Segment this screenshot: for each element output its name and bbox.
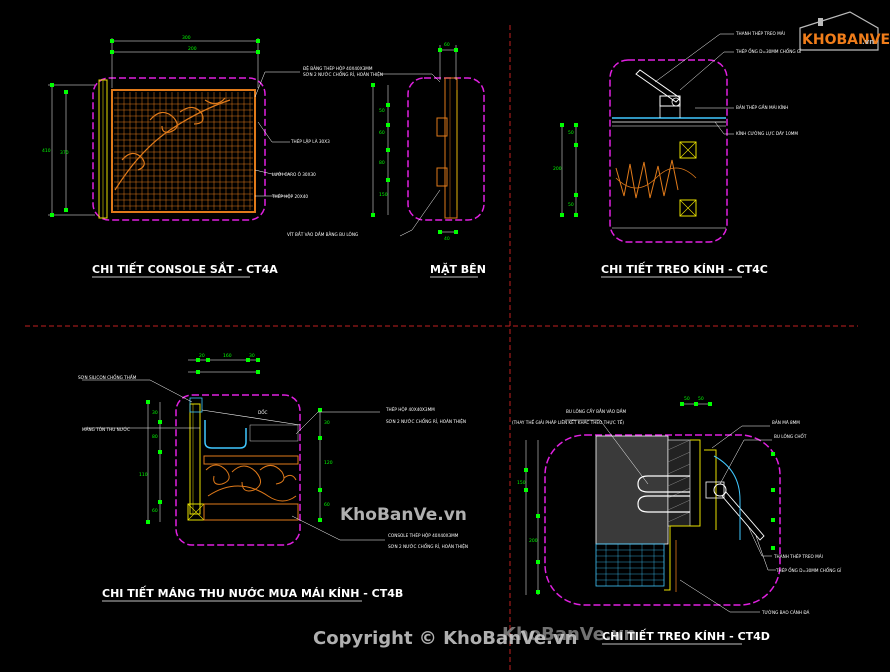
ct4b-ann-4: THÉP HỘP 40X40X3MM xyxy=(385,407,435,412)
ct4a-dim-total-width: 300 xyxy=(182,35,191,41)
ct4d-concrete-beam xyxy=(595,435,669,545)
detail-ct4d: 50 50 150 200 BU LÔNG CẤY BẮN VÀO DẦM (T… xyxy=(512,396,842,645)
ct4b-dim-right3: 60 xyxy=(324,502,330,508)
ct4a-ann-2: SƠN 2 NƯỚC CHỐNG RỈ, HOÀN THIỆN xyxy=(303,72,383,77)
ct4b-decor xyxy=(205,464,297,502)
ct4a-dim-total-height: 410 xyxy=(42,148,51,154)
ct4c-steel-box-bottom xyxy=(679,199,697,217)
watermark-copyright: Copyright © KhoBanVe.vn xyxy=(313,628,577,649)
watermark-center: KhoBanVe.vn xyxy=(340,505,467,525)
ct4b-title: CHI TIẾT MÁNG THU NƯỚC MƯA MÁI KÍNH - CT… xyxy=(102,585,403,600)
ct4d-ann-3: BẢN MÃ 8MM xyxy=(772,420,800,425)
ct4d-dim-left1: 150 xyxy=(517,480,526,486)
side-view-title: MẶT BÊN xyxy=(430,262,486,276)
logo: KHOBANVE .vn xyxy=(799,11,890,51)
ct4d-ann-7: TƯỜNG BAO CÁNH ĐÁ xyxy=(761,610,810,615)
ct4a-dim-width: 200 xyxy=(188,46,197,52)
ct4b-dim-top2: 160 xyxy=(223,353,232,359)
ct4c-detail-boundary xyxy=(609,59,728,243)
ct4b-dim-top1: 20 xyxy=(199,353,205,359)
ct4c-ann-1: THANH THÉP TREO MÁI xyxy=(735,31,785,36)
ct4c-dim-1: 50 xyxy=(568,130,574,136)
ct4d-dim-top2: 50 xyxy=(698,396,704,402)
ct4b-ann-2: MÁNG TÔN THU NƯỚC xyxy=(82,427,130,432)
ct4a-title: CHI TIẾT CONSOLE SẮT - CT4A xyxy=(92,261,278,276)
ct4b-dim-right1: 30 xyxy=(324,420,330,426)
ct4d-hanger-rod xyxy=(721,491,765,541)
ct4d-dim-left2: 200 xyxy=(529,538,538,544)
side-dim-4: 150 xyxy=(379,192,388,198)
logo-house-icon xyxy=(799,11,879,51)
side-dim-bottom: 40 xyxy=(444,236,450,242)
ct4d-ann-4: BU LÔNG CHỐT xyxy=(774,434,807,439)
ct4b-dim-left3: 110 xyxy=(139,472,148,478)
ct4d-dim-top1: 50 xyxy=(684,396,690,402)
ct4a-detail-boundary xyxy=(92,77,266,221)
ct4b-ann-6: CONSOLE THÉP HỘP 40X40X3MM xyxy=(388,533,459,538)
ct4a-mesh xyxy=(114,92,253,210)
ct4b-slope-label: DỐC xyxy=(258,410,268,415)
ct4c-ann-2: THÉP ỐNG D=30MM CHỐNG GỈ xyxy=(735,49,802,54)
ct4d-ann-1: BU LÔNG CẤY BẮN VÀO DẦM xyxy=(566,409,626,414)
ct4b-gutter xyxy=(204,420,247,449)
ct4c-decor xyxy=(615,159,679,199)
ct4b-ann-1: SƠN SILICON CHỐNG THẤM xyxy=(78,375,137,380)
ct4c-title: CHI TIẾT TREO KÍNH - CT4C xyxy=(601,261,768,276)
ct4b-dim-left1: 30 xyxy=(152,410,158,416)
detail-ct4c: 50 200 50 THANH THÉP TREO MÁI THÉP ỐNG D… xyxy=(553,31,802,278)
side-dim-3: 80 xyxy=(379,160,385,166)
ct4a-dim-inner-height: 370 xyxy=(60,150,69,156)
logo-text: KHOBANVE xyxy=(802,32,890,48)
ct4b-ann-7: SƠN 2 NƯỚC CHỐNG RỈ, HOÀN THIỆN xyxy=(388,544,468,549)
ct4b-detail-boundary xyxy=(175,394,301,546)
ct4d-detail-boundary xyxy=(544,434,781,606)
ct4c-dim-3: 50 xyxy=(568,202,574,208)
ct4b-ann-5: SƠN 2 NƯỚC CHỐNG RỈ, HOÀN THIỆN xyxy=(386,419,466,424)
ct4c-dim-2: 200 xyxy=(553,166,562,172)
ct4d-ann-2: (THAY THẾ GIẢI PHÁP LIÊN KẾT KHÁC THEO T… xyxy=(512,419,624,425)
logo-domain: .vn xyxy=(862,38,874,46)
ct4c-ann-4: KÍNH CƯỜNG LỰC DÀY 10MM xyxy=(736,131,798,136)
detail-side-view: 60 50 60 80 150 40 MẶT BÊN xyxy=(371,42,486,278)
ct4a-dimensions xyxy=(48,38,259,216)
ct4b-dim-left4: 60 xyxy=(152,508,158,514)
ct4a-ann-6: VÍT BẮT VÀO DẦM BẰNG BU LÔNG xyxy=(287,232,358,237)
side-dim-1: 50 xyxy=(379,108,385,114)
ct4c-ann-3: BẢN THÉP GẮN MÁI KÍNH xyxy=(736,105,788,110)
ct4c-steel-box-top xyxy=(679,141,697,159)
ct4d-ann-6: THÉP ỐNG D=30MM CHỐNG GỈ xyxy=(775,568,842,573)
ct4b-dim-right2: 120 xyxy=(324,460,333,466)
section-dividers xyxy=(25,25,858,672)
ct4b-dim-top3: 30 xyxy=(249,353,255,359)
ct4b-dim-left2: 80 xyxy=(152,434,158,440)
ct4a-ann-4: LƯỚI CARO Ô 30X30 xyxy=(272,172,316,177)
ct4a-decorative-scroll xyxy=(114,97,231,191)
ct4a-steel-frame xyxy=(111,89,256,213)
ct4d-title: CHI TIẾT TREO KÍNH - CT4D xyxy=(602,628,770,643)
ct4a-ann-3: THÉP LẬP LÀ 30X3 xyxy=(290,139,330,144)
ct4d-steel-profile xyxy=(664,439,701,591)
detail-ct4b: DỐC xyxy=(78,353,468,602)
ct4b-post-left xyxy=(189,403,201,515)
watermark-bottom-right: KhoBanVe.vn xyxy=(502,624,636,645)
ct4a-ann-1: ĐỆ BẢNG THÉP HỘP 40X40X3MM xyxy=(303,66,373,71)
ct4a-ann-5: THÉP HỘP 20X40 xyxy=(271,194,308,199)
ct4d-u-bolts xyxy=(637,475,690,513)
detail-ct4a: 300 200 410 370 ĐỆ BẢNG THÉP HỘP 40X40X3… xyxy=(42,35,383,278)
side-dim-2: 60 xyxy=(379,130,385,136)
side-dim-top: 60 xyxy=(444,42,450,48)
ct4d-ann-5: THANH THÉP TREO MÁI xyxy=(773,554,823,559)
